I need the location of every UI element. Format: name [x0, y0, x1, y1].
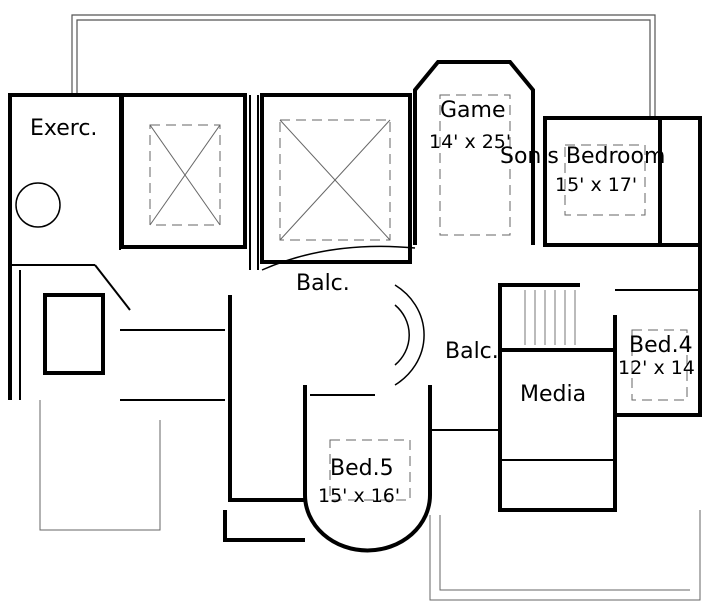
lower-outline: [39, 400, 701, 601]
interior-walls: [10, 95, 700, 461]
room-size-game: 14' x 25': [429, 131, 512, 153]
spiral-stair: [15, 182, 425, 386]
room-size-sons-bedroom: 15' x 17': [555, 174, 638, 196]
ceiling-diagonals: [149, 119, 391, 241]
straight-stair: [524, 290, 576, 345]
room-size-bed5: 15' x 16': [318, 485, 401, 507]
room-label-balcony-lower: Balc.: [445, 339, 499, 364]
room-label-exercise: Exerc.: [30, 116, 98, 141]
room-size-bed4: 12' x 14: [618, 357, 695, 379]
room-label-bed5: Bed.5: [330, 456, 394, 481]
ceiling-details: [149, 94, 688, 501]
exterior-walls: [8, 60, 702, 553]
room-label-balcony-upper: Balc.: [296, 271, 350, 296]
room-label-sons-bedroom: Son's Bedroom: [500, 144, 666, 169]
deck-outline: [71, 14, 656, 118]
room-label-media: Media: [520, 382, 587, 407]
room-label-game: Game: [440, 98, 506, 123]
room-label-bed4: Bed.4: [629, 333, 693, 358]
